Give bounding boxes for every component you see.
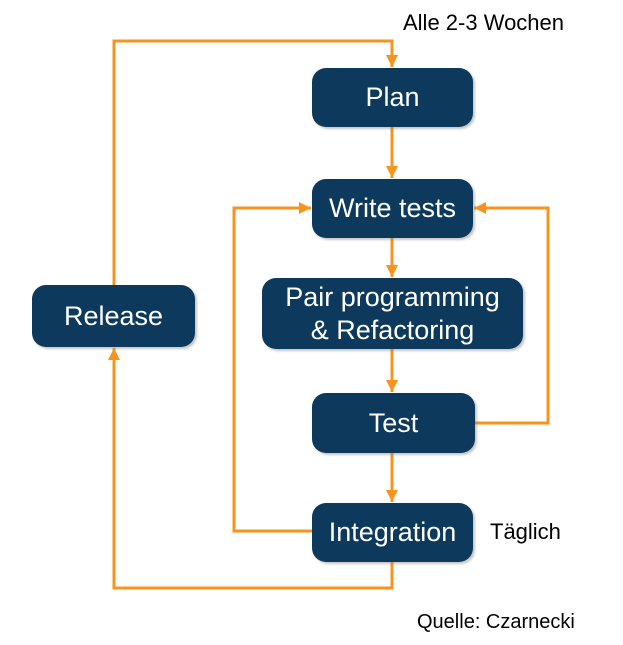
node-write-tests-label: Write tests	[328, 193, 457, 224]
node-integration: Integration	[312, 503, 473, 562]
daily-label: Täglich	[490, 519, 561, 544]
node-plan-label: Plan	[365, 82, 420, 113]
node-plan: Plan	[312, 68, 473, 127]
cycle-duration-label: Alle 2-3 Wochen	[403, 10, 565, 35]
node-release-label: Release	[63, 300, 164, 331]
node-pair-programming: Pair programming & Refactoring	[262, 278, 523, 349]
node-pair-programming-label: Pair programming & Refactoring	[285, 281, 500, 345]
node-integration-label: Integration	[328, 517, 457, 548]
source-credit-label: Quelle: Czarnecki	[417, 611, 575, 633]
node-test-label: Test	[368, 407, 419, 438]
node-test: Test	[312, 393, 475, 453]
arrow-integration-to-write-tests	[232, 202, 312, 533]
node-release: Release	[32, 285, 195, 347]
node-write-tests: Write tests	[312, 179, 473, 238]
